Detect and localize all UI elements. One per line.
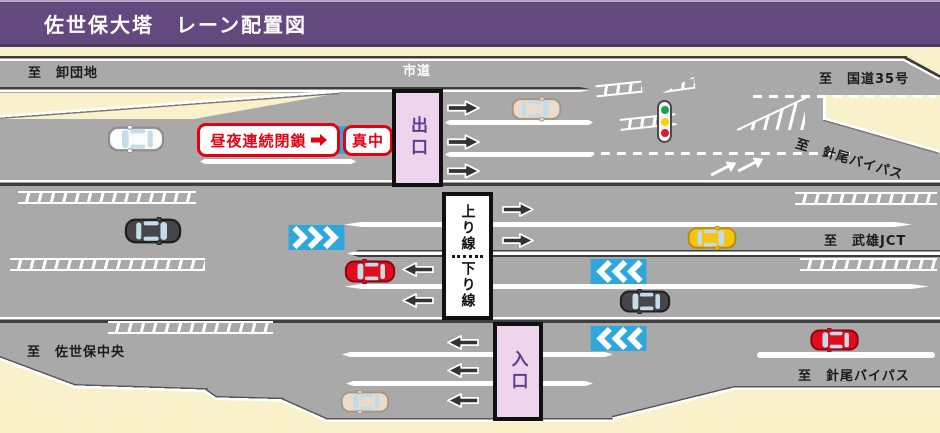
lane-line	[346, 381, 593, 386]
road-edge	[326, 418, 614, 422]
dashed-lane-line	[585, 152, 857, 155]
median-line	[347, 250, 940, 257]
destination-oroshidanchi: 至 卸団地	[28, 66, 99, 81]
median-line	[0, 180, 940, 186]
direction-board: 上り線 下り線	[442, 192, 493, 320]
destination-city-road: 市道	[403, 64, 432, 79]
closure-target-text: 真中	[351, 132, 384, 150]
hatch-marking	[800, 258, 937, 271]
lane-direction-arrow-icon	[402, 262, 434, 277]
exit-gate-label: 出口	[407, 116, 427, 160]
lane-direction-arrow-icon	[447, 363, 479, 378]
lane-direction-arrow-icon	[447, 335, 479, 350]
green-light	[660, 105, 669, 114]
road-edge	[823, 96, 826, 120]
hatch-marking	[108, 321, 273, 334]
page-title: 佐世保大塔 レーン配置図	[44, 12, 307, 37]
dashed-lane-line	[753, 95, 936, 98]
road-edge	[733, 386, 940, 390]
entrance-gate-label: 入口	[507, 349, 528, 394]
lane-line	[445, 152, 595, 157]
chevron-guide-sign-icon	[288, 225, 345, 250]
lane-line	[445, 120, 593, 125]
destination-takeo-jct: 至 武雄JCT	[824, 234, 907, 249]
road-edge	[0, 56, 907, 61]
red-light	[660, 129, 669, 138]
traffic-light-icon	[657, 100, 672, 143]
lane-direction-arrow-icon	[447, 100, 480, 116]
yellow-light	[660, 117, 669, 126]
closure-notice: 昼夜連続閉鎖	[197, 123, 340, 157]
closure-notice-text: 昼夜連続閉鎖	[210, 131, 307, 150]
car-icon	[511, 96, 562, 122]
lane-line	[342, 352, 613, 357]
car-icon	[107, 125, 165, 153]
down-line-label: 下り線	[459, 260, 476, 309]
title-banner: 佐世保大塔 レーン配置図	[0, 0, 940, 47]
lane-line	[344, 222, 912, 227]
closure-target-badge: 真中	[343, 125, 393, 156]
exit-gate-sign: 出口	[392, 89, 443, 187]
up-line-label: 上り線	[459, 203, 476, 252]
lane-direction-arrow-icon	[447, 163, 480, 179]
chevron-guide-sign-icon	[590, 259, 647, 284]
car-icon	[124, 217, 182, 245]
pointer-right-icon	[310, 134, 327, 146]
lane-direction-arrow-icon	[402, 293, 434, 308]
median-line	[0, 87, 592, 92]
car-icon	[340, 390, 390, 414]
chevron-guide-sign-icon	[590, 326, 647, 351]
car-icon	[344, 259, 396, 284]
lane-direction-arrow-icon	[447, 393, 479, 408]
entrance-gate-sign: 入口	[493, 322, 543, 421]
destination-hario-bypass-lower: 至 針尾バイパス	[798, 369, 910, 384]
car-icon	[619, 289, 671, 314]
hatch-marking	[795, 192, 937, 205]
car-icon	[687, 225, 737, 251]
lane-direction-arrow-icon	[502, 233, 534, 248]
lane-direction-arrow-icon	[502, 202, 534, 217]
lane-direction-arrow-icon	[447, 134, 480, 150]
direction-board-divider	[452, 254, 483, 258]
hatch-marking	[18, 191, 196, 204]
destination-sasebo-chuo: 至 佐世保中央	[27, 345, 126, 360]
lane-line	[200, 159, 356, 164]
hatch-marking	[10, 258, 205, 271]
car-icon	[810, 328, 859, 352]
destination-route35: 至 国道35号	[819, 72, 910, 87]
lane-line	[344, 284, 929, 289]
lane-line	[757, 352, 935, 358]
median-line	[0, 317, 940, 323]
